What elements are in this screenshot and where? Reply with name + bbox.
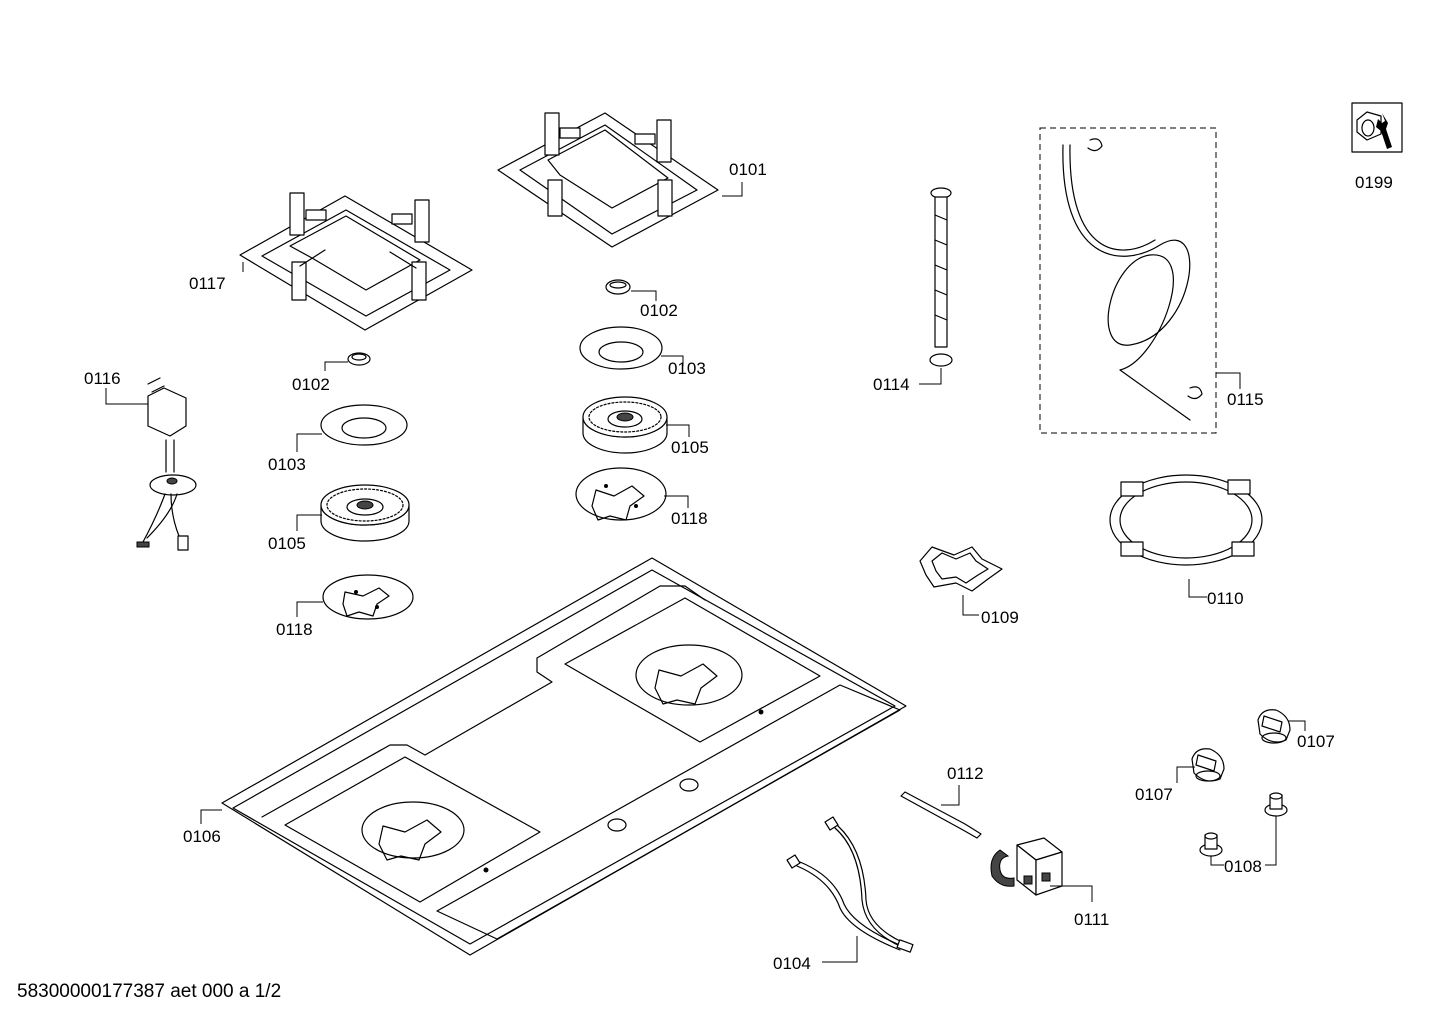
document-reference: 58300000177387 aet 000 a 1/2 [17,981,282,1002]
burner-base-plate-left[interactable] [322,574,414,620]
pan-support-left[interactable] [239,192,473,331]
burner-body-left[interactable] [320,484,410,542]
label-0118-left: 0118 [276,620,313,639]
label-0118-right: 0118 [671,509,708,528]
label-0116: 0116 [84,369,121,388]
knob-adapter-lower[interactable] [1199,832,1223,857]
gas-hose-kit[interactable] [1039,127,1217,434]
label-0115: 0115 [1227,390,1264,409]
flame-spreader-left[interactable] [320,404,408,446]
burner-base-plate-right[interactable] [575,467,667,521]
label-0111: 0111 [1074,910,1109,929]
burner-body-right[interactable] [582,396,668,454]
label-0105-left: 0105 [268,534,306,553]
label-0101: 0101 [729,160,767,179]
label-0103-right: 0103 [668,359,706,378]
label-0103-left: 0103 [268,455,306,474]
simmer-plate[interactable] [919,546,1003,592]
pan-support-right[interactable] [497,112,719,248]
label-0106: 0106 [183,827,221,846]
label-0109: 0109 [981,608,1019,627]
hob-top[interactable] [221,557,907,956]
connecting-cable[interactable] [900,791,982,839]
label-0110: 0110 [1207,589,1244,608]
label-0108: 0108 [1224,857,1262,876]
control-knob-lower[interactable] [1191,748,1225,782]
label-0102-left: 0102 [292,375,330,394]
ignition-module[interactable] [990,837,1063,896]
label-0104: 0104 [773,954,811,973]
label-0199: 0199 [1355,173,1393,192]
label-0117: 0117 [189,274,226,293]
control-knob-upper[interactable] [1257,709,1291,744]
label-0112: 0112 [947,764,984,783]
burner-cap-small-left[interactable] [347,352,371,366]
wrench-nut-icon [1351,102,1403,153]
burner-cap-small-right[interactable] [605,279,631,295]
flame-spreader-right[interactable] [579,326,663,370]
label-0105-right: 0105 [671,438,709,457]
knob-adapter-upper[interactable] [1264,792,1288,817]
wok-ring[interactable] [1109,474,1263,566]
mains-cable[interactable] [136,377,197,551]
label-0107-lower: 0107 [1135,785,1173,804]
label-0102-right: 0102 [640,301,678,320]
ignition-leads[interactable] [786,816,914,953]
gas-pipe-connector[interactable] [929,187,953,367]
label-0107-upper: 0107 [1297,732,1335,751]
label-0114: 0114 [873,375,910,394]
